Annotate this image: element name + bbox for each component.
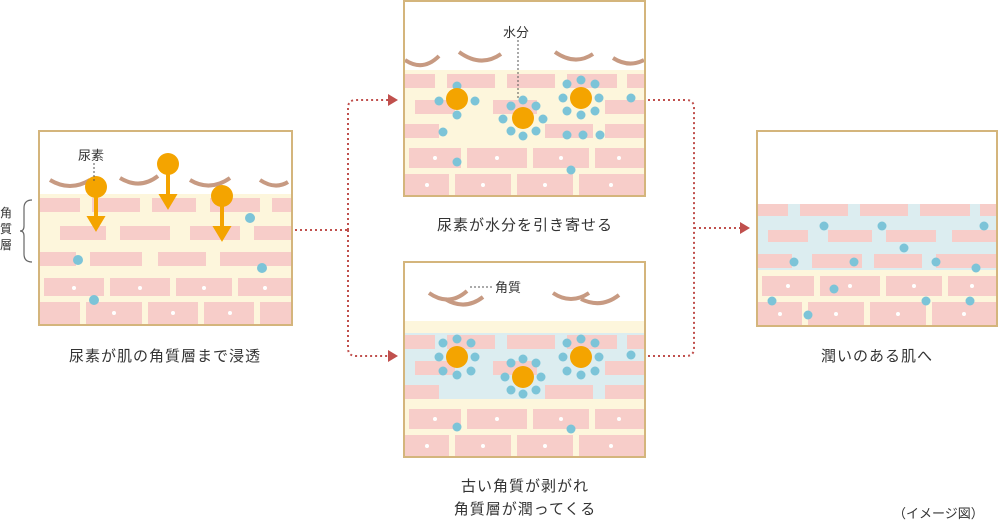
layer-label-char1: 角 — [0, 206, 13, 220]
layer-bracket — [20, 199, 33, 263]
stratum-corneum-pointer — [470, 286, 494, 288]
layer-label-char3: 層 — [0, 238, 13, 252]
panel-moist-skin — [756, 130, 998, 327]
arrow-head-lower — [388, 350, 398, 362]
layer-label-char2: 質 — [0, 222, 13, 236]
caption-result: 潤いのある肌へ — [820, 347, 933, 365]
panel-moisturized-layer — [403, 261, 646, 458]
caption-step2b-line2: 角質層が潤ってくる — [453, 500, 597, 518]
arrow-head-result — [740, 222, 750, 234]
caption-step2a: 尿素が水分を引き寄せる — [436, 216, 613, 234]
stratum-corneum-label: 角質 — [495, 281, 522, 296]
caption-step2b-line1: 古い角質が剥がれ — [460, 477, 589, 495]
caption-step1: 尿素が肌の角質層まで浸透 — [68, 347, 261, 365]
image-note: （イメージ図） — [893, 507, 984, 522]
water-label: 水分 — [503, 26, 530, 41]
urea-label-pointer — [93, 163, 95, 183]
urea-label: 尿素 — [78, 149, 105, 164]
arrow-head-upper — [388, 94, 398, 106]
panel-urea-penetration — [38, 130, 293, 326]
panel-urea-attracts-water — [403, 0, 646, 197]
water-label-pointer — [517, 40, 519, 100]
